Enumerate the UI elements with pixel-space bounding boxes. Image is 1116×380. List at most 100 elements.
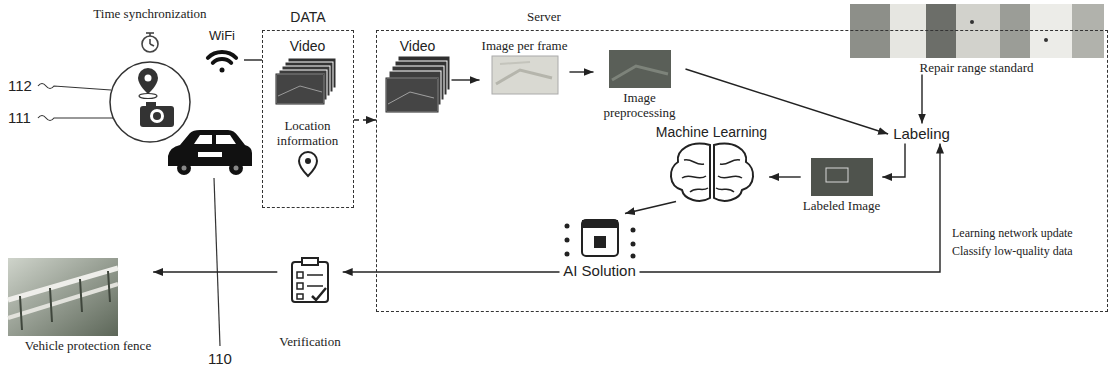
repair-standard-image xyxy=(850,4,1104,58)
video-frames-stack xyxy=(388,92,434,104)
labeled-image xyxy=(811,158,873,196)
repair-standard-image xyxy=(970,20,974,24)
vehicle-icon xyxy=(216,135,236,144)
repair-standard: Repair range standard xyxy=(848,4,1106,75)
node-label: Image preprocessing xyxy=(596,90,684,120)
vehicle-icon xyxy=(198,152,222,157)
fence-photo xyxy=(8,268,118,300)
server-group: ServerVideoImage per frameImage preproce… xyxy=(376,30,1108,312)
location-pin-icon xyxy=(299,152,317,176)
camera-icon xyxy=(140,106,174,127)
verification-icon xyxy=(302,258,318,265)
wifi-icon xyxy=(213,59,231,63)
video-frames-stack xyxy=(278,86,322,96)
video-input: Video xyxy=(384,38,452,116)
node-label: Verification xyxy=(279,334,340,349)
fence-photo xyxy=(8,284,118,318)
frame-image xyxy=(500,62,530,64)
group-heading: DATA xyxy=(263,9,353,25)
frame-image xyxy=(496,70,552,84)
fence-photo xyxy=(8,258,118,336)
vehicle-icon xyxy=(177,161,191,175)
video-frames-stack xyxy=(276,74,324,104)
group-heading: Server xyxy=(527,9,561,24)
preprocessed-image xyxy=(612,66,668,80)
labeled-image xyxy=(826,168,848,182)
wifi-icon xyxy=(220,68,225,73)
video-frames-stack xyxy=(386,78,438,112)
repair-standard-image xyxy=(890,4,926,58)
flow-arrow xyxy=(354,119,376,120)
gps-pin-icon xyxy=(139,94,157,99)
annotation-text: Time synchronization xyxy=(93,6,206,21)
repair-standard-image xyxy=(1072,4,1104,58)
wifi-icon xyxy=(208,52,236,72)
verification-node: Verification xyxy=(277,254,342,349)
ai-solution-icon xyxy=(631,242,636,247)
brain-icon xyxy=(714,144,753,201)
brain-icon xyxy=(716,160,742,192)
ai-solution-node: AI Solution xyxy=(560,214,640,280)
labeled-image xyxy=(811,158,873,196)
gps-pin-icon xyxy=(145,75,152,82)
data-group: DATAVideoLocation information xyxy=(262,30,354,208)
repair-standard-image xyxy=(1000,4,1030,58)
stopwatch-icon xyxy=(149,33,151,36)
gps-pin-icon xyxy=(138,68,158,99)
brain-icon xyxy=(671,144,710,201)
verification-icon xyxy=(307,285,323,287)
callout-number: 111 xyxy=(8,109,31,127)
node-label: Labeling xyxy=(893,125,950,143)
leader-line xyxy=(38,116,113,121)
labeling-step: Labeling xyxy=(888,124,955,144)
preprocessing-step: Image preprocessing xyxy=(594,50,686,120)
vehicle-icon xyxy=(194,135,212,144)
video-data: Video xyxy=(273,38,343,110)
wifi-node: WiFi xyxy=(200,28,244,75)
annotation-text: Learning network update xyxy=(952,226,1073,240)
node-label: Machine Learning xyxy=(656,124,767,140)
ai-solution-icon xyxy=(565,238,570,243)
vehicle-icon xyxy=(182,166,187,171)
node-label: Labeled Image xyxy=(803,198,881,213)
flow-arrow xyxy=(244,59,262,60)
location-pin-icon xyxy=(305,158,311,164)
flow-arrow xyxy=(569,71,593,72)
video-frames-stack xyxy=(386,56,450,112)
ai-solution-icon xyxy=(582,220,618,228)
node-label: AI Solution xyxy=(562,262,638,280)
callout-number: 112 xyxy=(8,77,32,95)
vehicle-icon xyxy=(234,166,239,171)
leader-line xyxy=(38,84,111,91)
flow-arrow xyxy=(640,144,941,273)
ai-solution-icon xyxy=(594,236,606,248)
location-data: Location information xyxy=(263,118,353,178)
preprocessed-image xyxy=(609,50,671,88)
verification-icon xyxy=(297,272,303,278)
verification-icon xyxy=(312,288,326,300)
sensor-unit-circle xyxy=(110,62,190,142)
stopwatch-icon xyxy=(142,33,158,52)
ai-solution-icon xyxy=(631,228,636,233)
repair-standard-image xyxy=(1030,4,1072,58)
node-label: WiFi xyxy=(202,28,242,43)
node-label: Location information xyxy=(265,118,351,148)
stopwatch-icon xyxy=(149,39,151,44)
brain-icon xyxy=(671,144,753,201)
flow-arrow xyxy=(452,79,480,80)
repair-standard-image xyxy=(926,4,956,58)
flow-arrow xyxy=(921,75,922,124)
video-frames-stack xyxy=(386,78,438,112)
preprocessed-image xyxy=(609,50,671,88)
flow-arrow xyxy=(769,176,801,177)
frame-image xyxy=(492,56,558,94)
repair-standard-image xyxy=(956,4,1000,58)
machine-learning-node: Machine Learning xyxy=(654,124,769,202)
vehicle-icon xyxy=(168,130,252,175)
leader-line xyxy=(214,178,220,346)
callout-number: 110 xyxy=(208,350,232,368)
location-pin-icon xyxy=(299,152,317,176)
